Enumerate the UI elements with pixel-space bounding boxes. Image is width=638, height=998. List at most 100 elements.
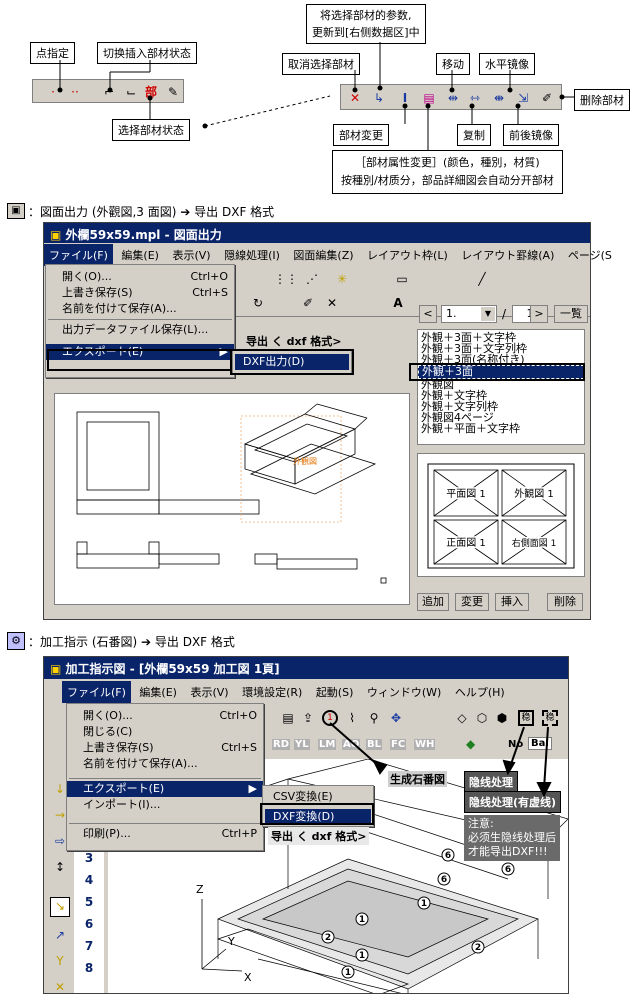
paint-icon[interactable]: ◆ (466, 737, 476, 751)
page-next-button[interactable]: > (530, 305, 548, 323)
tag-fc[interactable]: FC (390, 739, 407, 750)
menu-item-dxf-convert[interactable]: DXF変換(D) (265, 809, 371, 825)
menu-item-print[interactable]: 印刷(P)...Ctrl+P (83, 827, 257, 840)
menu-drawing-edit[interactable]: 図面編集(Z) (293, 249, 354, 262)
menu-item-open[interactable]: 開く(O)...Ctrl+O (62, 270, 228, 283)
menu-edit[interactable]: 編集(E) (139, 686, 177, 699)
layout-list[interactable]: 外観＋3面＋文字枠 外観＋3面＋文字列枠 外観＋3面(名称付き) 外観＋3面 外… (417, 329, 585, 445)
delete-x-icon[interactable]: ✕ (326, 296, 338, 310)
list-icon[interactable]: ▤ (282, 711, 294, 725)
menu-hidden-line[interactable]: 隠線処理(I) (224, 249, 280, 262)
pencil-icon[interactable]: ✎ (167, 85, 179, 99)
menu-launch[interactable]: 起動(S) (315, 686, 354, 699)
menu-item-csv[interactable]: CSV変換(E) (273, 790, 333, 803)
menu-window[interactable]: ウィンドウ(W) (366, 686, 442, 699)
menu-view[interactable]: 表示(V) (190, 686, 229, 699)
switch-point-icon[interactable]: ·· (71, 85, 79, 99)
menu-file[interactable]: ファイル(F) (62, 681, 131, 703)
text-icon[interactable]: A (393, 296, 403, 310)
layout-item[interactable]: 外観＋3面(名称付き) (421, 353, 525, 366)
line-switch-icon[interactable]: ⌙ (125, 85, 137, 99)
delete-button[interactable]: 削除 (547, 593, 583, 611)
tag-bl[interactable]: BL (366, 739, 382, 750)
menu-item-dxf-output[interactable]: DXF出力(D) (235, 354, 349, 370)
add-button[interactable]: 追加 (417, 593, 449, 611)
page-list-button[interactable]: 一覧 (554, 305, 588, 323)
menu-settings[interactable]: 環境設定(R) (242, 686, 303, 699)
hidden-line-icon[interactable]: 稳 (518, 710, 534, 726)
diag-tool-icon[interactable]: ↗ (54, 928, 66, 942)
layout-item[interactable]: 外観＋文字枠 (421, 389, 487, 402)
menu-item-save[interactable]: 上書き保存(S)Ctrl+S (62, 286, 228, 299)
layout-item-selected[interactable]: 外観＋3面 (418, 365, 584, 379)
menu-layout-rule[interactable]: レイアウト罫線(A) (461, 249, 555, 262)
select-tool-icon[interactable]: ↘ (50, 897, 70, 917)
y-tool-icon[interactable]: Y (56, 954, 64, 968)
stone-number-icon[interactable]: 1 (322, 710, 338, 726)
menu-view[interactable]: 表示(V) (172, 249, 211, 262)
cross-tool-icon[interactable]: ✕ (54, 980, 66, 994)
tag-yl[interactable]: YL (294, 739, 310, 750)
page-select[interactable]: 1.▼ (441, 305, 497, 323)
eraser2-icon[interactable]: ✐ (302, 296, 314, 310)
line-icon[interactable]: ╱ (478, 272, 486, 286)
grid-icon[interactable]: ⋮⋮ (274, 272, 298, 286)
tag-lm[interactable]: LM (318, 739, 337, 750)
change-button[interactable]: 変更 (455, 593, 489, 611)
frame-icon[interactable]: ▭ (396, 272, 408, 286)
menu-item-close[interactable]: 閉じる(C) (83, 725, 133, 738)
hmirror-icon[interactable]: ⇼ (493, 91, 505, 105)
menu-item-save-as[interactable]: 名前を付けて保存(A)... (83, 757, 198, 770)
menu-item-export[interactable]: エクスポート(E)▶ (46, 344, 234, 360)
measure-icon[interactable]: ⌇ (349, 711, 355, 725)
menu-layout-frame[interactable]: レイアウト枠(L) (367, 249, 448, 262)
tag-no[interactable]: No (508, 739, 524, 750)
arrow-right-icon[interactable]: → (54, 808, 66, 822)
eraser-icon[interactable]: ✐ (541, 91, 553, 105)
grid2-icon[interactable]: ⋰ (306, 272, 318, 286)
update-arrow-icon[interactable]: ↳ (373, 91, 385, 105)
layout-item[interactable]: 外観図 (421, 378, 454, 391)
point-icon[interactable]: · (51, 85, 55, 99)
menu-item-save-as[interactable]: 名前を付けて保存(A)... (62, 302, 177, 315)
tag-rd[interactable]: RD (272, 739, 291, 750)
layout-item[interactable]: 外観＋3面＋文字列枠 (421, 342, 527, 355)
updown-icon[interactable]: ↕ (54, 860, 66, 874)
layout-item[interactable]: 外観＋文字列枠 (421, 400, 498, 413)
hidden-line-dashed-icon[interactable]: 稳 (542, 710, 558, 726)
menu-item-output-data[interactable]: 出力データファイル保存(L)... (62, 323, 209, 336)
move-icon[interactable]: ✥ (390, 711, 402, 725)
export-icon[interactable]: ⇪ (302, 711, 314, 725)
layout-item[interactable]: 外観図4ページ (421, 411, 494, 424)
snap-icon[interactable]: ✳ (336, 272, 348, 286)
menu-item-open[interactable]: 開く(O)...Ctrl+O (83, 709, 257, 722)
change-part-icon[interactable]: I (402, 91, 408, 105)
cube3-icon[interactable]: ⬢ (496, 711, 508, 725)
rotate-icon[interactable]: ↻ (252, 296, 264, 310)
menu-item-export[interactable]: エクスポート(E)▶ (67, 781, 263, 797)
menu-help[interactable]: ヘルプ(H) (454, 686, 505, 699)
attribute-icon[interactable]: ▤ (423, 91, 435, 105)
arrow-right2-icon[interactable]: ⇨ (54, 834, 66, 848)
layout-item[interactable]: 外観＋3面＋文字枠 (421, 331, 516, 344)
move-icon[interactable]: ⇹ (447, 91, 459, 105)
tag-aq[interactable]: AQ (342, 739, 361, 750)
arrow-down-icon[interactable]: ↓ (54, 782, 66, 796)
cube2-icon[interactable]: ⬡ (476, 711, 488, 725)
page-select-arrow-icon[interactable]: ▼ (481, 307, 495, 321)
menu-edit[interactable]: 編集(E) (121, 249, 159, 262)
tag-wh[interactable]: WH (414, 739, 436, 750)
copy-icon[interactable]: ⇿ (469, 91, 481, 105)
fbmirror-icon[interactable]: ⇲ (517, 91, 529, 105)
insert-button[interactable]: 挿入 (495, 593, 529, 611)
menu-page[interactable]: ページ(S (567, 249, 612, 262)
layout-item[interactable]: 外観＋平面＋文字枠 (421, 422, 520, 435)
page-prev-button[interactable]: < (419, 305, 437, 323)
cube-icon[interactable]: ◇ (457, 711, 467, 725)
tool-icon[interactable]: ⚲ (369, 711, 379, 725)
menu-file[interactable]: ファイル(F) (44, 244, 113, 266)
menu-item-import[interactable]: インポート(I)... (83, 798, 161, 811)
part-state-icon[interactable]: 部 (144, 85, 157, 99)
cancel-x-icon[interactable]: ✕ (349, 91, 361, 105)
menu-item-save[interactable]: 上書き保存(S)Ctrl+S (83, 741, 257, 754)
